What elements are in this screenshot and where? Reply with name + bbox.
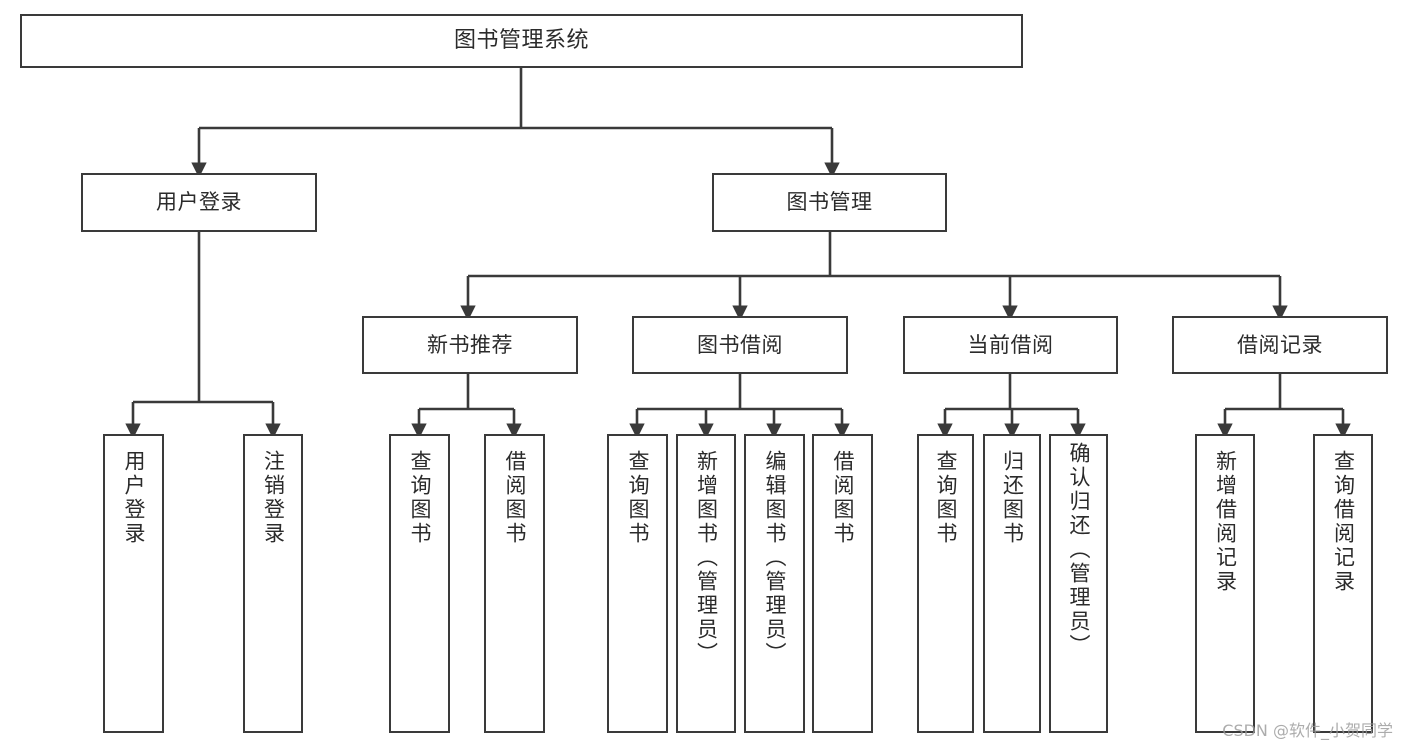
leaf-br-query-record-label: 查询借阅记录 bbox=[1331, 450, 1356, 594]
leaf-nb-query-book[interactable]: 查询图书 bbox=[389, 434, 450, 733]
leaf-br-add-record-label: 新增借阅记录 bbox=[1213, 450, 1238, 594]
node-current-borrow-label: 当前借阅 bbox=[967, 332, 1054, 357]
leaf-cb-confirm-return[interactable]: 确认归还（管理员） bbox=[1049, 434, 1108, 733]
leaf-nb-borrow-book-label: 借阅图书 bbox=[503, 450, 527, 546]
leaf-logout[interactable]: 注销登录 bbox=[243, 434, 303, 733]
leaf-cb-query-book-label: 查询图书 bbox=[934, 450, 958, 546]
node-root-label: 图书管理系统 bbox=[453, 28, 589, 54]
leaf-bb-edit-book[interactable]: 编辑图书（管理员） bbox=[744, 434, 805, 733]
leaf-logout-label: 注销登录 bbox=[261, 450, 286, 546]
leaf-bb-query-book-label: 查询图书 bbox=[626, 450, 650, 546]
node-book-borrow[interactable]: 图书借阅 bbox=[632, 316, 848, 374]
leaf-bb-borrow-book[interactable]: 借阅图书 bbox=[812, 434, 873, 733]
csdn-watermark: CSDN @软件_小贺同学 bbox=[1222, 721, 1393, 740]
leaf-cb-query-book[interactable]: 查询图书 bbox=[917, 434, 974, 733]
node-borrow-record[interactable]: 借阅记录 bbox=[1172, 316, 1388, 374]
node-book-borrow-label: 图书借阅 bbox=[697, 332, 783, 357]
leaf-br-query-record[interactable]: 查询借阅记录 bbox=[1313, 434, 1373, 733]
leaf-cb-confirm-return-label: 确认归还（管理员） bbox=[1067, 442, 1091, 658]
node-book-manage[interactable]: 图书管理 bbox=[712, 173, 947, 232]
leaf-bb-add-book[interactable]: 新增图书（管理员） bbox=[676, 434, 736, 733]
node-current-borrow[interactable]: 当前借阅 bbox=[903, 316, 1118, 374]
node-user-login[interactable]: 用户登录 bbox=[81, 173, 317, 232]
node-borrow-record-label: 借阅记录 bbox=[1237, 332, 1323, 357]
leaf-bb-query-book[interactable]: 查询图书 bbox=[607, 434, 668, 733]
leaf-br-add-record[interactable]: 新增借阅记录 bbox=[1195, 434, 1255, 733]
leaf-bb-add-book-label: 新增图书（管理员） bbox=[694, 450, 719, 666]
leaf-user-login[interactable]: 用户登录 bbox=[103, 434, 164, 733]
node-new-book-recommend-label: 新书推荐 bbox=[427, 332, 513, 357]
leaf-bb-borrow-book-label: 借阅图书 bbox=[831, 450, 855, 546]
leaf-nb-query-book-label: 查询图书 bbox=[408, 450, 432, 546]
leaf-nb-borrow-book[interactable]: 借阅图书 bbox=[484, 434, 545, 733]
node-root[interactable]: 图书管理系统 bbox=[20, 14, 1023, 68]
leaf-user-login-label: 用户登录 bbox=[122, 450, 146, 546]
leaf-bb-edit-book-label: 编辑图书（管理员） bbox=[763, 450, 787, 666]
leaf-cb-return-book-label: 归还图书 bbox=[1000, 450, 1025, 546]
node-new-book-recommend[interactable]: 新书推荐 bbox=[362, 316, 578, 374]
node-user-login-label: 用户登录 bbox=[156, 190, 242, 215]
leaf-cb-return-book[interactable]: 归还图书 bbox=[983, 434, 1041, 733]
node-book-manage-label: 图书管理 bbox=[786, 190, 873, 215]
